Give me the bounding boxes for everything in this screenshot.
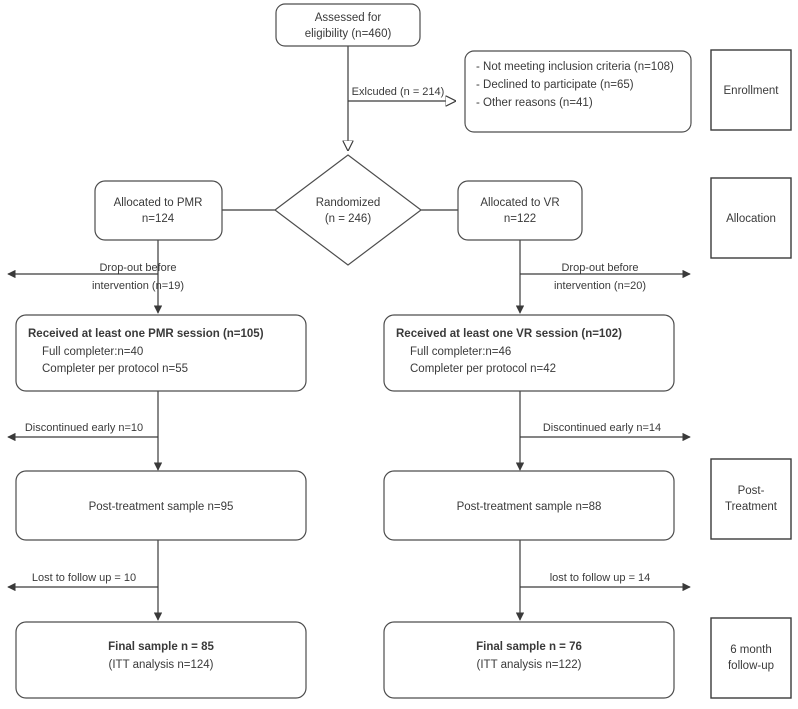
post-treatment-vr-line1: Post-treatment sample n=88	[457, 501, 602, 513]
allocated-pmr-box	[94, 180, 223, 241]
stage-allocation[interactable]: Allocation	[710, 177, 792, 259]
final-sample-vr-box	[383, 621, 675, 699]
stage-followup-line2: follow-up	[728, 660, 774, 672]
stage-post-treatment[interactable]: Post- Treatment	[710, 458, 792, 540]
stage-enrollment[interactable]: Enrollment	[710, 49, 792, 131]
randomized-line1: Randomized	[316, 197, 381, 209]
final-sample-pmr-line2: (ITT analysis n=124)	[109, 659, 214, 671]
received-pmr-box	[15, 314, 307, 392]
stage-allocation-label: Allocation	[726, 213, 776, 225]
allocated-vr-line2: n=122	[504, 213, 536, 225]
received-vr-line2: Full completer:n=46	[410, 346, 511, 358]
node-received-vr[interactable]: Received at least one VR session (n=102)…	[383, 314, 675, 392]
stage-post-treatment-box	[710, 458, 792, 540]
edge-label-dropout-pmr-line2: intervention (n=19)	[92, 280, 184, 292]
received-pmr-line1: Received at least one PMR session (n=105…	[28, 328, 264, 340]
post-treatment-pmr-line1: Post-treatment sample n=95	[89, 501, 234, 513]
assessed-box	[275, 3, 421, 47]
stage-followup-line1: 6 month	[730, 644, 772, 656]
node-allocated-vr[interactable]: Allocated to VR n=122	[457, 180, 583, 241]
stage-post-treatment-line2: Treatment	[725, 501, 778, 513]
assessed-line1: Assessed for	[315, 12, 382, 24]
edge-label-lost-vr: lost to follow up = 14	[550, 572, 651, 584]
received-vr-box	[383, 314, 675, 392]
edge-label-dropout-vr-line2: intervention (n=20)	[554, 280, 646, 292]
node-post-treatment-pmr[interactable]: Post-treatment sample n=95	[15, 470, 307, 541]
node-excluded-reasons[interactable]: - Not meeting inclusion criteria (n=108)…	[464, 50, 692, 133]
node-post-treatment-vr[interactable]: Post-treatment sample n=88	[383, 470, 675, 541]
allocated-pmr-line2: n=124	[142, 213, 175, 225]
assessed-line2: eligibility (n=460)	[305, 28, 392, 40]
received-vr-line1: Received at least one VR session (n=102)	[396, 328, 622, 340]
excluded-reason-3: - Other reasons (n=41)	[476, 97, 593, 109]
node-randomized[interactable]: Randomized (n = 246)	[274, 154, 422, 266]
edge-label-excluded: Exlcuded (n = 214)	[352, 86, 445, 98]
node-final-sample-pmr[interactable]: Final sample n = 85 (ITT analysis n=124)	[15, 621, 307, 699]
received-vr-line3: Completer per protocol n=42	[410, 363, 556, 375]
edge-label-lost-pmr: Lost to follow up = 10	[32, 572, 136, 584]
final-sample-pmr-line1: Final sample n = 85	[108, 641, 214, 653]
final-sample-vr-line1: Final sample n = 76	[476, 641, 582, 653]
stage-enrollment-box	[710, 49, 792, 131]
excluded-reason-2: - Declined to participate (n=65)	[476, 79, 634, 91]
post-treatment-vr-box	[383, 470, 675, 541]
excluded-reason-1: - Not meeting inclusion criteria (n=108)	[476, 61, 674, 73]
edge-label-discontinued-vr: Discontinued early n=14	[543, 422, 661, 434]
allocated-vr-box	[457, 180, 583, 241]
final-sample-pmr-box	[15, 621, 307, 699]
stage-followup-box	[710, 617, 792, 699]
final-sample-vr-line2: (ITT analysis n=122)	[477, 659, 582, 671]
stage-post-treatment-line1: Post-	[738, 485, 765, 497]
excluded-reasons-box	[464, 50, 692, 133]
received-pmr-line3: Completer per protocol n=55	[42, 363, 188, 375]
allocated-pmr-line1: Allocated to PMR	[114, 197, 203, 209]
randomized-diamond	[274, 154, 422, 266]
node-final-sample-vr[interactable]: Final sample n = 76 (ITT analysis n=122)	[383, 621, 675, 699]
node-received-pmr[interactable]: Received at least one PMR session (n=105…	[15, 314, 307, 392]
edge-label-dropout-vr-line1: Drop-out before	[561, 262, 638, 274]
post-treatment-pmr-box	[15, 470, 307, 541]
stage-enrollment-label: Enrollment	[724, 85, 780, 97]
stage-allocation-box	[710, 177, 792, 259]
allocated-vr-line1: Allocated to VR	[480, 197, 559, 209]
node-allocated-pmr[interactable]: Allocated to PMR n=124	[94, 180, 223, 241]
edge-label-dropout-pmr-line1: Drop-out before	[99, 262, 176, 274]
node-assessed-for-eligibility[interactable]: Assessed for eligibility (n=460)	[275, 3, 421, 47]
edge-label-discontinued-pmr: Discontinued early n=10	[25, 422, 143, 434]
received-pmr-line2: Full completer:n=40	[42, 346, 143, 358]
randomized-line2: (n = 246)	[325, 213, 372, 225]
stage-followup[interactable]: 6 month follow-up	[710, 617, 792, 699]
